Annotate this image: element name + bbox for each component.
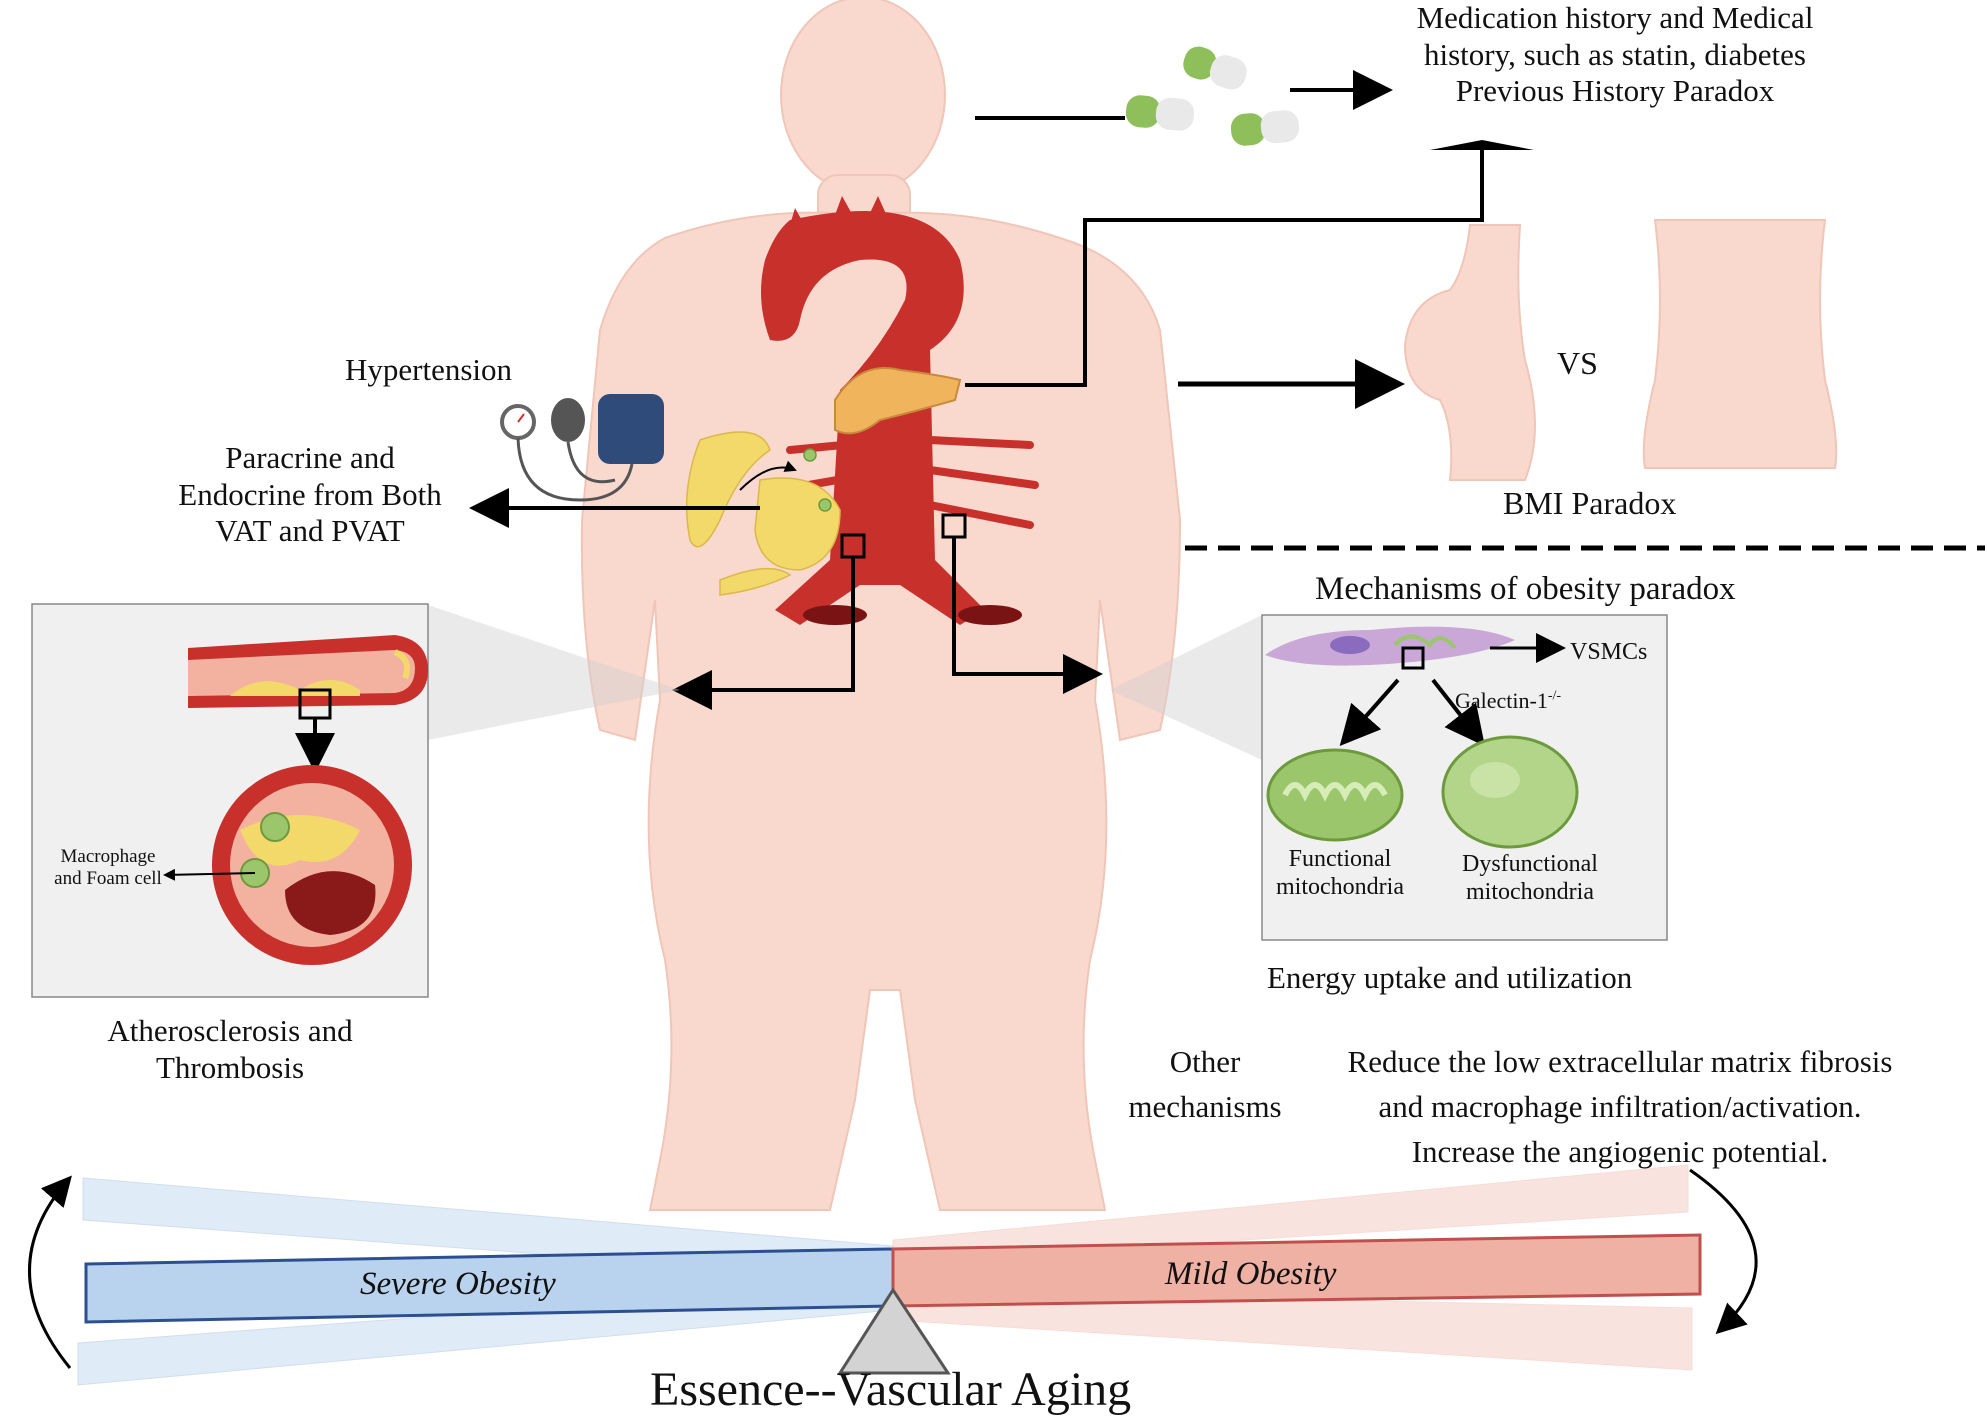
hypertension-label: Hypertension — [345, 352, 513, 387]
other-mechanisms-detail: Reduce the low extracellular matrix fibr… — [1300, 1040, 1940, 1175]
secretion-arrow — [739, 460, 797, 491]
dysfunctional-line-1: Dysfunctional — [1462, 851, 1598, 877]
visceral-fat-illustration — [685, 431, 841, 596]
other-detail-line-2: and macrophage infiltration/activation. — [1378, 1088, 1862, 1124]
functional-line-1: Functional — [1288, 846, 1392, 872]
mechanisms-title: Mechanisms of obesity paradox — [1315, 571, 1736, 607]
functional-mito-label: Functional mitochondria — [1260, 845, 1420, 902]
projection-wedge-left — [428, 605, 680, 740]
balance-seesaw — [28, 1164, 1758, 1386]
paracrine-line-2: Endocrine from Both — [178, 476, 442, 512]
severe-obesity-label: Severe Obesity — [360, 1266, 556, 1302]
vsmcs-label: VSMCs — [1570, 639, 1648, 665]
lean-torso-illustration — [1642, 219, 1838, 469]
history-line-1: Medication history and Medical — [1416, 0, 1814, 35]
history-line-3: Previous History Paradox — [1455, 73, 1775, 109]
mild-obesity-label: Mild Obesity — [1165, 1256, 1337, 1292]
other-detail-line-1: Reduce the low extracellular matrix fibr… — [1347, 1044, 1893, 1079]
paracrine-line-1: Paracrine and — [225, 440, 395, 475]
paracrine-line-3: VAT and PVAT — [215, 513, 405, 549]
macrophage-line-2: and Foam cell — [54, 868, 162, 890]
essence-vascular-aging-title: Essence--Vascular Aging — [650, 1363, 1132, 1416]
blood-pressure-monitor-icon — [500, 394, 664, 502]
galectin-label: Galectin-1-/- — [1455, 688, 1561, 714]
projection-wedge-right — [1110, 615, 1262, 760]
pill-capsules-illustration — [1125, 46, 1300, 146]
dysfunctional-line-2: mitochondria — [1466, 879, 1594, 906]
functional-line-2: mitochondria — [1276, 874, 1404, 901]
dysfunctional-mito-label: Dysfunctional mitochondria — [1440, 850, 1620, 907]
athero-line-2: Thrombosis — [155, 1049, 305, 1085]
atherosclerosis-panel-art — [31, 603, 429, 998]
bmi-paradox-label: BMI Paradox — [1503, 485, 1677, 521]
history-line-2: history, such as statin, diabetes — [1424, 36, 1806, 72]
pancreas-illustration — [834, 367, 962, 435]
atherosclerosis-caption: Atherosclerosis and Thrombosis — [70, 1013, 390, 1086]
other-line-1: Other — [1169, 1044, 1241, 1079]
macrophage-label: Macrophage and Foam cell — [38, 846, 178, 891]
history-arrowhead — [1430, 140, 1534, 150]
human-body-silhouette — [580, 0, 1182, 1211]
galectin-superscript: -/- — [1547, 688, 1562, 704]
history-paradox-label: Medication history and Medical history, … — [1370, 0, 1860, 110]
paracrine-label: Paracrine and Endocrine from Both VAT an… — [150, 440, 470, 550]
energy-uptake-label: Energy uptake and utilization — [1267, 960, 1633, 995]
obese-torso-illustration — [1403, 224, 1536, 481]
mechanisms-panel-art — [1261, 614, 1668, 941]
vs-label: VS — [1557, 345, 1598, 381]
other-detail-line-3: Increase the angiogenic potential. — [1411, 1133, 1829, 1169]
macrophage-line-1: Macrophage — [60, 846, 156, 867]
arrow-to-mechanisms — [952, 537, 1103, 694]
other-mechanisms-label: Other mechanisms — [1110, 1040, 1300, 1130]
arrow-to-atherosclerosis — [672, 557, 855, 710]
athero-line-1: Atherosclerosis and — [107, 1013, 353, 1048]
other-line-2: mechanisms — [1128, 1088, 1282, 1124]
galectin-text: Galectin-1 — [1455, 688, 1548, 713]
pancreas-to-history-connector — [965, 150, 1484, 387]
